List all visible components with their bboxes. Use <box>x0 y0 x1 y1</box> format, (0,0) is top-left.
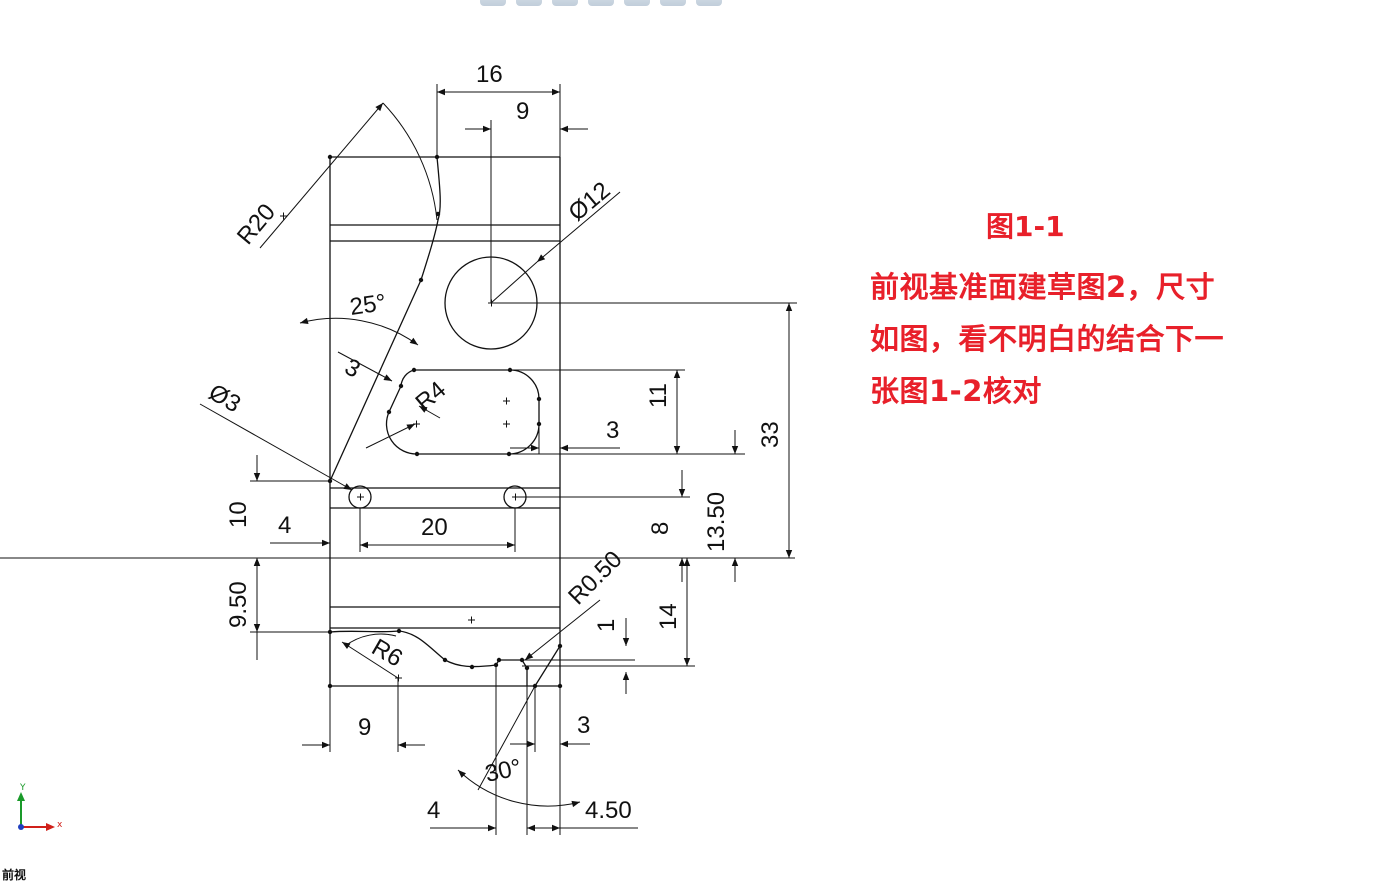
heads-up-toolbar <box>480 0 722 6</box>
coordinate-triad-icon: Y x <box>17 783 63 831</box>
annotation-line-3: 张图1-2核对 <box>870 374 1042 408</box>
section-view-icon[interactable] <box>588 0 614 6</box>
dim-r6[interactable]: R6 <box>367 634 407 673</box>
dim-33[interactable]: 33 <box>757 421 784 448</box>
hide-show-icon[interactable] <box>624 0 650 6</box>
annotation-title: 图1-1 <box>986 210 1065 243</box>
dim-4-50[interactable]: 4.50 <box>585 797 632 824</box>
dim-angle-25[interactable]: 25° <box>348 289 388 321</box>
sketch-geometry[interactable] <box>329 156 561 687</box>
dim-dia12[interactable]: Ø12 <box>564 177 616 227</box>
sketch-points <box>327 154 563 689</box>
triad-y-label: Y <box>19 783 26 793</box>
dim-dia3[interactable]: Ø3 <box>204 379 245 418</box>
display-style-icon[interactable] <box>552 0 578 6</box>
annotation-line-2: 如图，看不明白的结合下一 <box>870 322 1225 356</box>
dim-r4[interactable]: R4 <box>411 376 452 416</box>
dim-3-slot[interactable]: 3 <box>340 353 364 383</box>
dimension-labels: 16 9 Ø12 R20 25° 3 Ø3 R4 11 3 33 10 4 20… <box>204 61 784 824</box>
appearance-icon[interactable] <box>660 0 686 6</box>
dim-8[interactable]: 8 <box>647 522 674 535</box>
dim-1[interactable]: 1 <box>593 619 620 632</box>
dim-16[interactable]: 16 <box>476 61 503 88</box>
dim-r20[interactable]: R20 <box>232 199 281 250</box>
dim-9-top[interactable]: 9 <box>516 98 529 125</box>
dim-4-bottom[interactable]: 4 <box>427 797 440 824</box>
center-marks <box>280 212 519 682</box>
view-orientation-label: 前视 <box>2 868 27 882</box>
dim-13-50[interactable]: 13.50 <box>703 492 730 552</box>
dimension-lines <box>199 84 797 835</box>
dim-4-left[interactable]: 4 <box>278 512 291 539</box>
zoom-icon[interactable] <box>516 0 542 6</box>
dim-20[interactable]: 20 <box>421 514 448 541</box>
dim-3-bottom[interactable]: 3 <box>577 712 590 739</box>
triad-x-label: x <box>57 820 63 830</box>
dim-angle-30[interactable]: 30° <box>483 754 524 788</box>
annotation-line-1: 前视基准面建草图2，尺寸 <box>870 270 1216 304</box>
dim-9-50[interactable]: 9.50 <box>225 581 252 628</box>
scene-icon[interactable] <box>696 0 722 6</box>
dim-14[interactable]: 14 <box>655 603 682 630</box>
dim-3-right[interactable]: 3 <box>606 417 619 444</box>
view-orientation-icon[interactable] <box>480 0 506 6</box>
dim-r0-50[interactable]: R0.50 <box>563 546 627 610</box>
dim-9-bottom[interactable]: 9 <box>358 714 371 741</box>
dim-11[interactable]: 11 <box>645 383 672 408</box>
dim-10[interactable]: 10 <box>225 501 252 528</box>
